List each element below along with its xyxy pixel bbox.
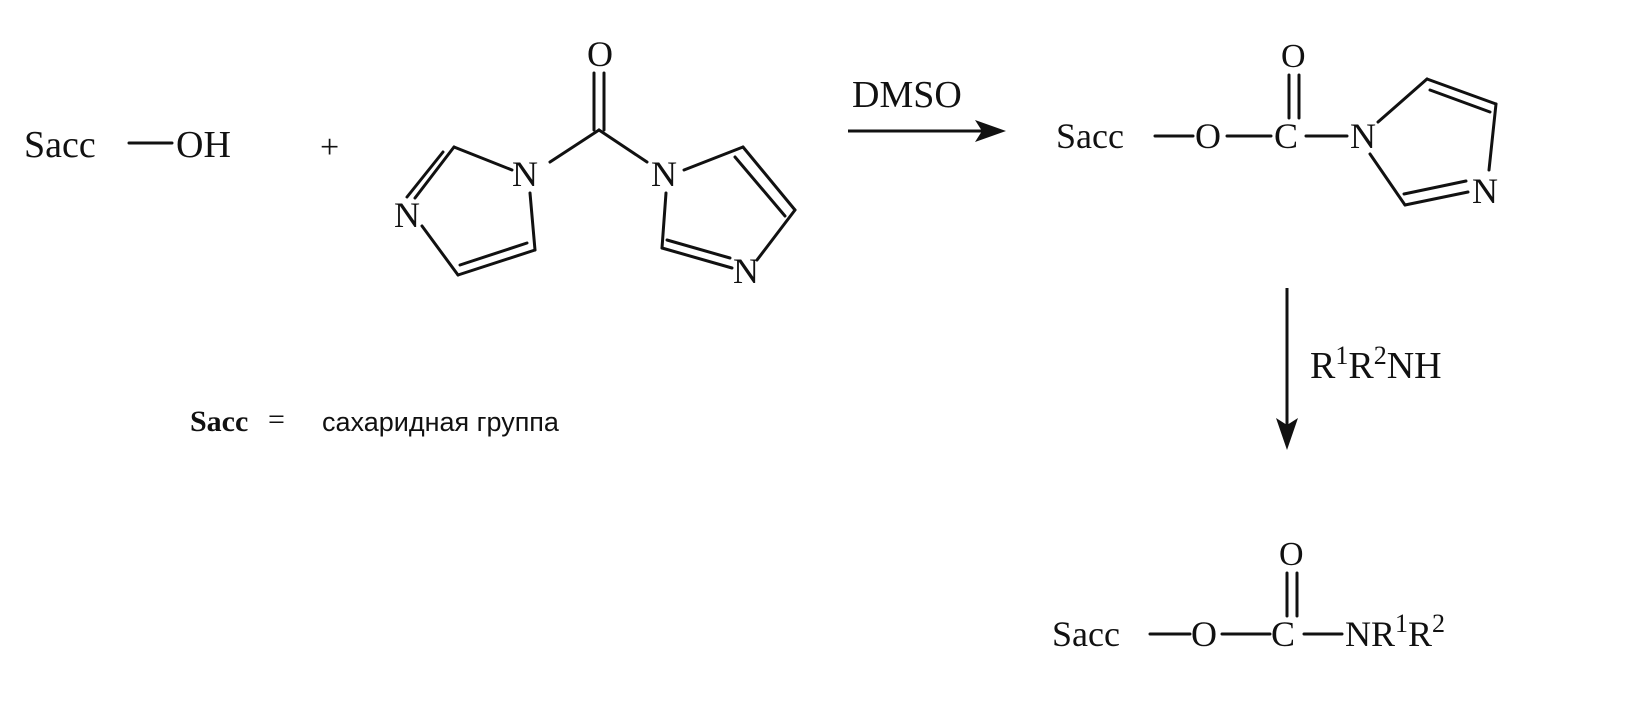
carbamate-product: Sacc O C O NR1R2 [1052,536,1445,654]
cdi-left-ring-n1: N [512,154,538,194]
product-ester-oxygen: O [1191,614,1217,654]
left-ring-bond [528,191,537,252]
product-amide-group: NR1R2 [1345,609,1445,654]
hydroxyl-label: OH [176,124,231,166]
intermediate-carbonyl-carbon: C [1274,116,1298,156]
legend-definition: сахаридная группа [322,407,560,437]
left-ring-bond [458,241,529,267]
left-ring-bond [420,224,460,277]
intermediate-ring-bond [1376,77,1429,124]
cdi-c-n-left-bond [548,128,601,164]
product-carbonyl-oxygen: O [1279,536,1304,573]
cdi-c-n-right-bond [597,128,649,164]
legend-equals-sign: = [268,403,285,436]
product-sacc-label: Sacc [1052,614,1120,654]
left-ring-bond [405,150,445,199]
intermediate-ring-bond [1368,152,1407,207]
right-ring-bond [660,246,734,270]
amine-r2: R [1348,345,1374,387]
legend-sacc-label: Sacc [190,405,248,438]
left-ring-bond [452,145,514,172]
amine-nh: NH [1387,345,1442,387]
right-ring-bond [665,238,732,260]
sacc-label: Sacc [24,124,96,166]
intermediate-ring-n1: N [1350,116,1376,156]
right-ring-bond [755,208,797,262]
step1-arrow-head [975,120,1006,142]
product-r2-superscript: 2 [1432,609,1445,638]
intermediate-ring-bond [1403,190,1470,207]
cdi-right-ring-n1: N [651,154,677,194]
plus-sign: + [320,129,339,166]
amine-r1-superscript: 1 [1335,341,1348,370]
step1-arrow: DMSO [848,74,1006,142]
product-r1-superscript: 1 [1395,609,1408,638]
cdi-reactant: O N N N N [394,34,797,291]
cdi-left-ring-n3: N [394,195,420,235]
left-ring-bond [456,248,537,277]
amine-reagent-label: R1R2NH [1310,341,1442,387]
dmso-reagent-label: DMSO [852,74,962,116]
product-carbonyl-carbon: C [1271,614,1295,654]
right-ring-bond [741,145,797,212]
intermediate-ring-bond [1425,77,1498,106]
intermediate-product: Sacc O C O N N [1056,38,1498,211]
intermediate-sacc-label: Sacc [1056,116,1124,156]
amine-r2-superscript: 2 [1374,341,1387,370]
intermediate-carbonyl-oxygen: O [1281,38,1306,75]
intermediate-ring-bond [1402,179,1468,196]
product-r2: R [1408,614,1432,654]
step2-arrow: R1R2NH [1276,288,1442,450]
product-nr: NR [1345,614,1395,654]
intermediate-ring-bond [1428,88,1492,114]
intermediate-ring-bond [1487,102,1498,172]
cdi-carbonyl-oxygen: O [587,34,613,74]
step2-arrow-head [1276,418,1298,450]
intermediate-ester-oxygen: O [1195,116,1221,156]
amine-r1: R [1310,345,1336,387]
right-ring-bond [682,145,745,172]
sacc-oh-reactant: Sacc OH [24,124,231,166]
sacc-legend: Sacc = сахаридная группа [190,403,560,438]
right-ring-bond [660,191,668,250]
cdi-right-ring-n3: N [733,251,759,291]
left-ring-bond [413,145,456,200]
intermediate-ring-n3: N [1472,171,1498,211]
right-ring-bond [733,155,787,218]
